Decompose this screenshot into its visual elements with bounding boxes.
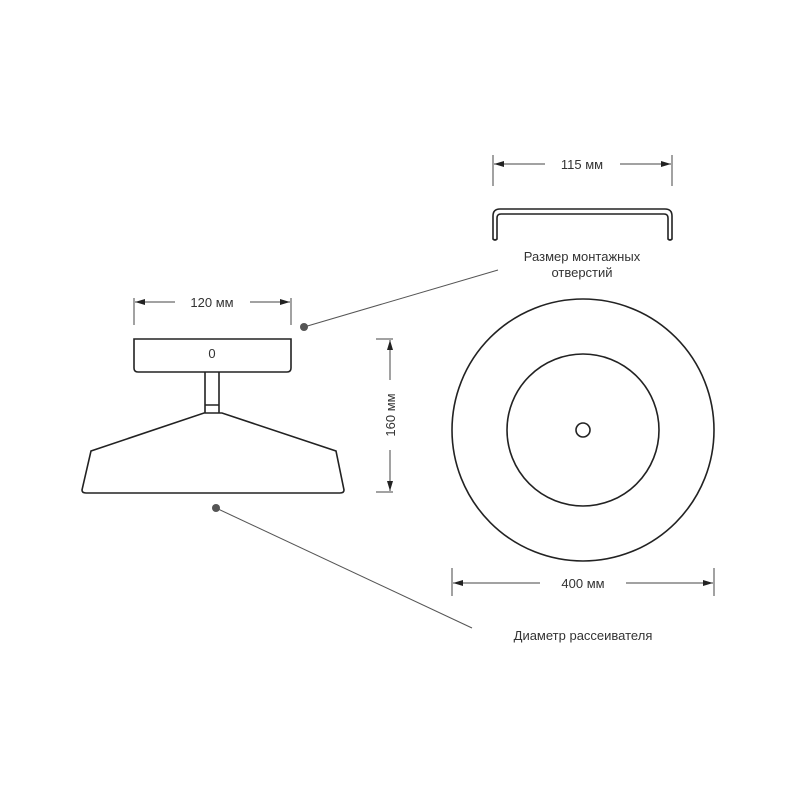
mounting-leader [300,269,499,331]
canopy-mark: 0 [208,346,215,361]
height-dimension: 160 мм [376,338,398,493]
mounting-caption-line2: отверстий [551,265,612,280]
lamp-top-view [451,298,715,562]
canopy-width-label: 120 мм [190,295,233,310]
canopy-width-dimension: 120 мм [133,295,292,325]
mounting-holes-label: 115 мм [561,157,603,172]
diffuser-caption: Диаметр рассеивателя [514,628,653,643]
mounting-caption-line1: Размер монтажных [524,249,641,264]
mounting-bracket [492,208,673,241]
lamp-side-view: 0 [81,338,345,494]
mounting-holes-dimension: 115 мм [492,155,673,186]
diffuser-diameter-label: 400 мм [561,576,604,591]
height-label: 160 мм [383,393,398,436]
diffuser-diameter-dimension: 400 мм [451,568,715,596]
diffuser-leader [212,504,473,629]
